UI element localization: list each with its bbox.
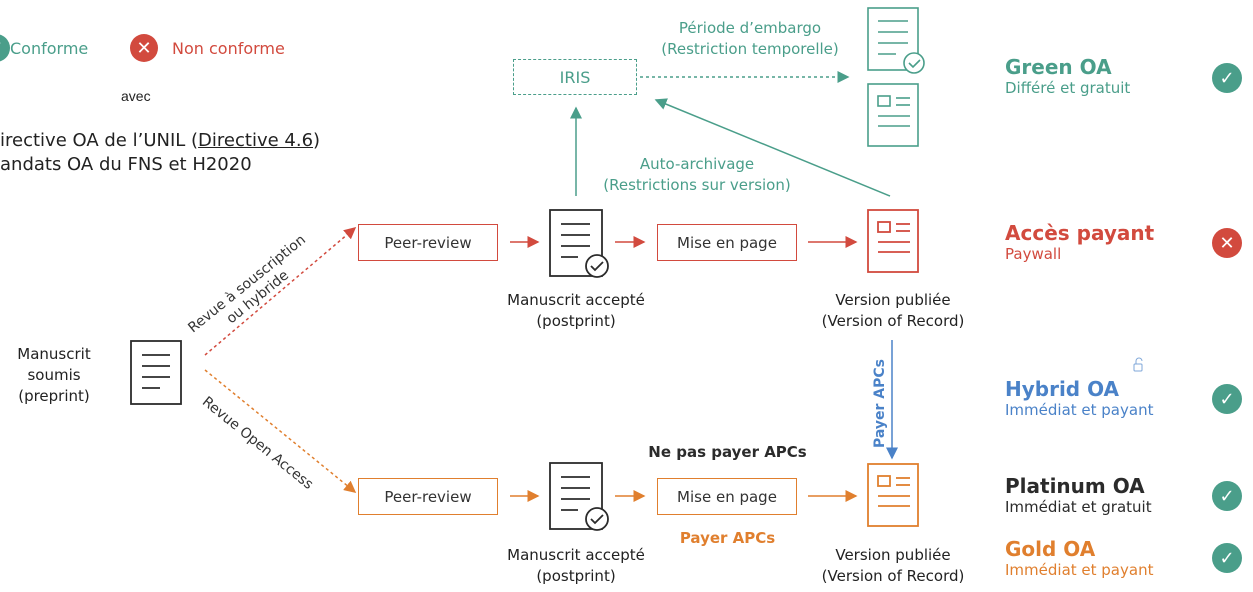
- legend-directive-line: irective OA de l’UNIL (Directive 4.6): [0, 130, 320, 151]
- gold-oa-title: Gold OA: [1005, 537, 1096, 561]
- green-oa-check-icon: ✓: [1212, 63, 1242, 93]
- submitted-label: Manuscrit soumis (preprint): [6, 344, 102, 407]
- paywall-subtitle: Paywall: [1005, 245, 1062, 263]
- submitted-document-icon: [130, 340, 182, 405]
- directive-suffix: ): [313, 130, 321, 151]
- gold-oa-subtitle: Immédiat et payant: [1005, 561, 1154, 579]
- paywall-category: Accès payant Paywall: [1005, 221, 1154, 263]
- submitted-line3: (preprint): [18, 387, 90, 405]
- iris-repository-box: IRIS: [513, 59, 637, 95]
- pay-apcs-label: Payer APCs: [679, 529, 776, 547]
- top-accepted-line2: (postprint): [536, 312, 616, 330]
- bottom-accepted-label: Manuscrit accepté (postprint): [486, 545, 666, 587]
- bottom-published-line1: Version publiée: [835, 546, 951, 564]
- top-accepted-line1: Manuscrit accepté: [507, 291, 645, 309]
- top-published-label: Version publiée (Version of Record): [800, 290, 986, 332]
- legend-non-conforme-label: Non conforme: [172, 39, 285, 58]
- embargo-line2: (Restriction temporelle): [661, 40, 839, 58]
- green-oa-subtitle: Différé et gratuit: [1005, 79, 1131, 97]
- top-published-line2: (Version of Record): [821, 312, 965, 330]
- bottom-published-label: Version publiée (Version of Record): [800, 545, 986, 587]
- hybrid-pay-apcs-label: Payer APCs: [872, 358, 888, 448]
- submitted-line1: Manuscrit: [17, 345, 91, 363]
- paywall-cross-icon: ✕: [1212, 228, 1242, 258]
- open-access-branch-arrow: [204, 369, 357, 493]
- submitted-line2: soumis: [27, 366, 81, 384]
- no-pay-apcs-label: Ne pas payer APCs: [648, 443, 807, 461]
- embargo-accepted-document-icon: [867, 7, 925, 74]
- legend-cross-icon: ✕: [130, 34, 158, 62]
- subscription-branch-arrow: [204, 227, 357, 356]
- embargo-line1: Période d’embargo: [678, 19, 822, 37]
- bottom-layout-box: Mise en page: [657, 478, 797, 515]
- embargo-label: Période d’embargo (Restriction temporell…: [640, 18, 860, 60]
- bottom-accepted-line1: Manuscrit accepté: [507, 546, 645, 564]
- top-published-line1: Version publiée: [835, 291, 951, 309]
- top-accepted-document-icon: [549, 209, 609, 278]
- self-archive-line1: Auto-archivage: [639, 155, 755, 173]
- top-accepted-label: Manuscrit accepté (postprint): [486, 290, 666, 332]
- top-published-document-icon: [867, 209, 919, 273]
- gold-oa-check-icon: ✓: [1212, 543, 1242, 573]
- self-archive-line2: (Restrictions sur version): [603, 176, 791, 194]
- embargo-published-document-icon: [867, 83, 919, 147]
- hybrid-oa-category: Hybrid OA Immédiat et payant: [1005, 377, 1153, 419]
- legend-conforme-label: Conforme: [10, 39, 89, 58]
- hybrid-oa-title: Hybrid OA: [1005, 377, 1120, 401]
- gold-oa-category: Gold OA Immédiat et payant: [1005, 537, 1153, 579]
- platinum-oa-subtitle: Immédiat et gratuit: [1005, 498, 1152, 516]
- bottom-published-document-icon: [867, 463, 919, 527]
- platinum-oa-category: Platinum OA Immédiat et gratuit: [1005, 474, 1152, 516]
- bottom-accepted-line2: (postprint): [536, 567, 616, 585]
- platinum-oa-check-icon: ✓: [1212, 481, 1242, 511]
- paywall-title: Accès payant: [1005, 221, 1155, 245]
- legend-mandats-line: andats OA du FNS et H2020: [0, 154, 252, 175]
- legend-avec-label: avec: [121, 88, 151, 104]
- green-oa-category: Green OA Différé et gratuit: [1005, 55, 1130, 97]
- bottom-accepted-document-icon: [549, 462, 609, 531]
- platinum-oa-title: Platinum OA: [1005, 474, 1145, 498]
- legend-check-icon: ✓: [0, 34, 10, 62]
- top-layout-box: Mise en page: [657, 224, 797, 261]
- hybrid-oa-subtitle: Immédiat et payant: [1005, 401, 1154, 419]
- open-lock-icon: [1133, 357, 1143, 372]
- directive-link[interactable]: Directive 4.6: [198, 130, 314, 151]
- directive-prefix: irective OA de l’UNIL (: [0, 130, 199, 151]
- bottom-published-line2: (Version of Record): [821, 567, 965, 585]
- vor-to-iris-arrow: [654, 98, 891, 197]
- hybrid-oa-check-icon: ✓: [1212, 384, 1242, 414]
- top-peer-review-box: Peer-review: [358, 224, 498, 261]
- self-archive-label: Auto-archivage (Restrictions sur version…: [574, 154, 820, 196]
- green-oa-title: Green OA: [1005, 55, 1112, 79]
- bottom-peer-review-box: Peer-review: [358, 478, 498, 515]
